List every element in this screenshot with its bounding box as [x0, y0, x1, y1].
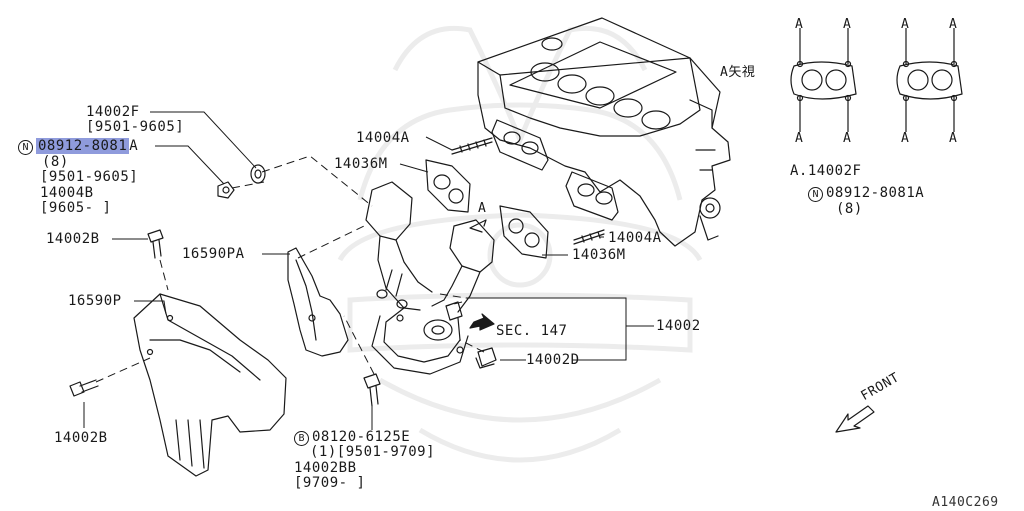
view-a-nut-qty: (8) [836, 201, 863, 217]
gasket-letter: A [795, 131, 804, 146]
qty-range-08120-6125E: (1)[9501-9709] [310, 444, 436, 460]
exhaust-manifold-14002 [365, 181, 495, 375]
bolt-08120-6125E [363, 373, 381, 407]
gasket-14036M-upper [425, 159, 471, 213]
gasket-letter: A [843, 131, 852, 146]
range-14002BB: [9709- ] [294, 475, 366, 491]
label-14036M-lower[interactable]: 14036M [572, 247, 626, 263]
gasket-letter: A [901, 17, 910, 32]
gasket-letter: A [901, 131, 910, 146]
label-14002B-upper[interactable]: 14002B [46, 231, 100, 247]
engine-cylinder-head [477, 17, 731, 247]
view-direction-arrow [469, 219, 487, 233]
heat-shield-16590P [133, 293, 287, 477]
label-14036M-upper[interactable]: 14036M [334, 156, 388, 172]
gasket-14036M-lower [499, 205, 549, 259]
gasket-letter: A [795, 17, 804, 32]
b-symbol-icon: B [294, 431, 309, 446]
label-14002F[interactable]: 14002F [86, 104, 140, 120]
view-a-title: A矢視 [720, 65, 756, 80]
label-14002[interactable]: 14002 [656, 318, 701, 334]
view-a-caption[interactable]: A.14002F [790, 163, 862, 179]
label-16590PA[interactable]: 16590PA [182, 246, 245, 262]
stud-14004A-upper [451, 137, 493, 155]
gasket-letter: A [843, 17, 852, 32]
samurai-helmet-watermark [337, 25, 703, 463]
leader-lines [83, 111, 654, 430]
bolt-14002B-lower [69, 379, 99, 397]
label-14002D[interactable]: 14002D [526, 352, 580, 368]
range-14002F: [9501-9605] [86, 119, 185, 135]
label-14002BB[interactable]: 14002BB [294, 460, 357, 476]
bolt-part-number[interactable]: 08120-6125E [312, 429, 411, 445]
stud-14004A-lower [573, 229, 605, 245]
sec-147-reference[interactable]: SEC. 147 [496, 323, 568, 339]
qty-08912-8081A: (8) [42, 154, 69, 170]
view-arrow-letter: A [478, 201, 487, 216]
plug-14002D [475, 347, 497, 369]
sec-147-arrow [469, 313, 495, 331]
label-16590P[interactable]: 16590P [68, 293, 122, 309]
label-14004A-lower[interactable]: 14004A [608, 230, 662, 246]
range-14004B: [9605- ] [40, 200, 112, 216]
nut-08912-8081A [217, 181, 235, 199]
gasket-letter: A [949, 17, 958, 32]
sensor-boss [445, 301, 463, 321]
view-a-nut-part[interactable]: 08912-8081A [826, 185, 925, 201]
part-suffix-text: A [129, 138, 139, 154]
n-symbol-icon: N [808, 187, 823, 202]
bolt-14002B-upper [147, 229, 164, 259]
figure-code: A140C269 [932, 495, 999, 510]
label-14004A-upper[interactable]: 14004A [356, 130, 410, 146]
label-14004B[interactable]: 14004B [40, 185, 94, 201]
head-exhaust-gasket-lower [565, 171, 619, 221]
gasket-letter: A [949, 131, 958, 146]
selected-part-number[interactable]: 08912-8081 [36, 138, 130, 154]
heat-shield-16590PA [287, 247, 349, 357]
n-symbol-icon: N [18, 140, 33, 155]
view-a-gasket-right [896, 28, 963, 132]
head-exhaust-gasket-upper [491, 119, 549, 171]
washer-14002F [250, 164, 266, 184]
front-arrow [835, 405, 875, 433]
view-a-gasket-left [790, 28, 857, 132]
assembly-lines [95, 155, 485, 383]
range-08912-8081A: [9501-9605] [40, 169, 139, 185]
label-14002B-lower[interactable]: 14002B [54, 430, 108, 446]
